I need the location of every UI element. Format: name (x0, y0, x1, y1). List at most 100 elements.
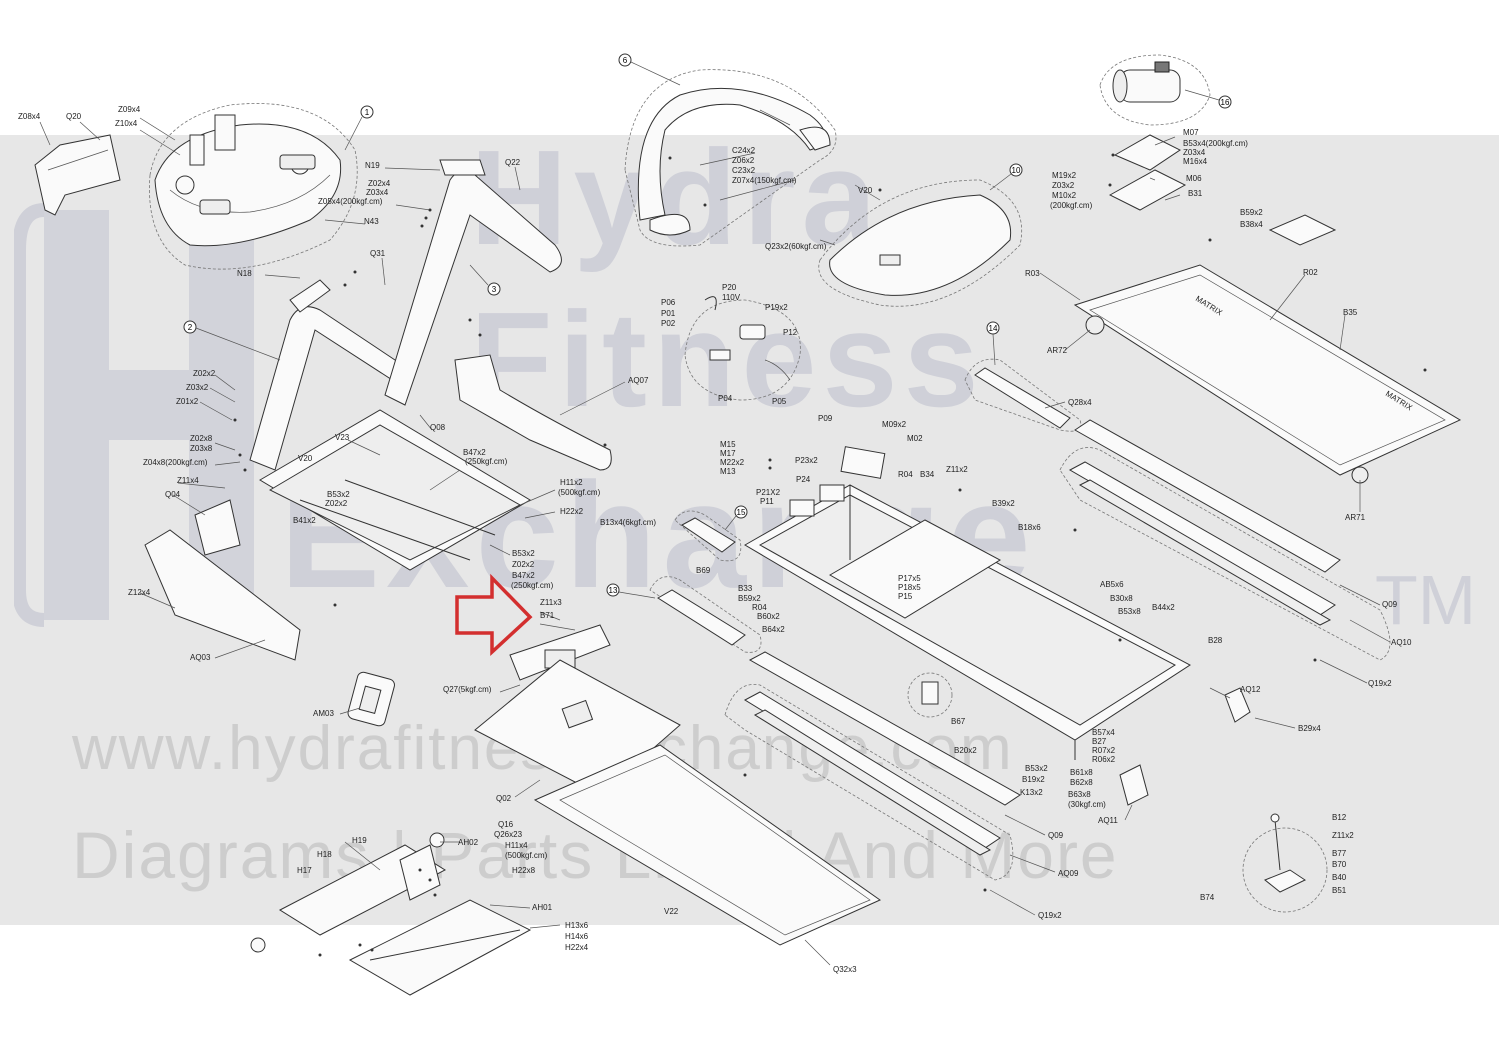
label-n43: N43 (364, 217, 379, 226)
upright-cover (454, 354, 612, 471)
console-assembly (149, 103, 358, 270)
label-r07x2: R07x2 (1092, 746, 1116, 755)
label-b60x2: B60x2 (757, 612, 780, 621)
label-z09x4: Z09x4 (118, 105, 141, 114)
console-bracket (34, 134, 121, 216)
label-p06: P06 (661, 298, 676, 307)
front-foot-left (649, 576, 762, 653)
label-n18: N18 (237, 269, 252, 278)
label-b69: B69 (696, 566, 711, 575)
label-q20: Q20 (66, 112, 82, 121)
label-b13x4: B13x4(6kgf.cm) (600, 518, 656, 527)
label-k13x2: K13x2 (1020, 788, 1043, 797)
label-aq09: AQ09 (1058, 869, 1079, 878)
label-p09: P09 (818, 414, 833, 423)
label-b33: B33 (738, 584, 753, 593)
label-b53x8: B53x8 (1118, 607, 1141, 616)
label-b41x2: B41x2 (293, 516, 316, 525)
label-m16x4: M16x4 (1183, 157, 1208, 166)
label-b63x8b: (30kgf.cm) (1068, 800, 1106, 809)
label-aq11: AQ11 (1098, 816, 1118, 825)
label-z07x4: Z07x4(150kgf.cm) (732, 176, 797, 185)
label-b59x2-a: B59x2 (1240, 208, 1263, 217)
label-h11x2: H11x2 (560, 478, 583, 487)
label-z05x4: Z05x4(200kgf.cm) (318, 197, 383, 206)
upright-right (384, 159, 562, 406)
label-p17x5: P17x5 (898, 574, 921, 583)
label-b77: B77 (1332, 849, 1347, 858)
label-b57x4: B57x4 (1092, 728, 1115, 737)
leader-lines (39, 117, 1391, 966)
rear-foot-left (1119, 764, 1149, 806)
label-m15: M15 (720, 440, 736, 449)
label-b38x4: B38x4 (1240, 220, 1263, 229)
label-b47x2-b2: (250kgf.cm) (511, 581, 554, 590)
label-b71: B71 (540, 611, 555, 620)
label-z10x4: Z10x4 (115, 119, 138, 128)
label-z06x2: Z06x2 (732, 156, 755, 165)
label-b53x2-c: B53x2 (1025, 764, 1048, 773)
label-h22x4: H22x4 (565, 943, 589, 952)
label-ab5x6: AB5x6 (1100, 580, 1124, 589)
lift-stand (250, 832, 447, 953)
running-belt: MATRIX MATRIX (1073, 264, 1462, 484)
label-b44x2: B44x2 (1152, 603, 1175, 612)
label-b62x8: B62x8 (1070, 778, 1093, 787)
label-q26x23: Q26x23 (494, 830, 523, 839)
label-b35: B35 (1343, 308, 1358, 317)
label-b39x2: B39x2 (992, 499, 1015, 508)
side-rail-left (724, 651, 1021, 881)
label-q09-a: Q09 (1382, 600, 1398, 609)
label-ah01: AH01 (532, 903, 553, 912)
callout-bubbles: 1 2 3 6 10 13 14 15 16 (183, 53, 1232, 599)
label-b59x2-b: B59x2 (738, 594, 761, 603)
label-h22x2: H22x2 (560, 507, 584, 516)
label-m07: M07 (1183, 128, 1199, 137)
label-b34: B34 (920, 470, 935, 479)
label-c24x2: C24x2 (732, 146, 756, 155)
label-h11x4: H11x4 (505, 841, 528, 850)
label-v23: V23 (335, 433, 350, 442)
callout-15: 15 (737, 508, 746, 517)
side-rail-right (1059, 419, 1391, 661)
label-r04-b: R04 (752, 603, 767, 612)
label-h13x6: H13x6 (565, 921, 589, 930)
label-b64x2: B64x2 (762, 625, 785, 634)
label-b30x8: B30x8 (1110, 594, 1133, 603)
label-p11: P11 (760, 497, 774, 506)
rear-roller-guard (964, 358, 1082, 432)
label-z01x2: Z01x2 (176, 397, 199, 406)
label-v22: V22 (664, 907, 679, 916)
label-q19x2-a: Q19x2 (1368, 679, 1392, 688)
label-h11x4b: (500kgf.cm) (505, 851, 548, 860)
label-m09x2: M09x2 (882, 420, 907, 429)
label-m10x2b: (200kgf.cm) (1050, 201, 1093, 210)
label-aq12: AQ12 (1240, 685, 1261, 694)
label-q02: Q02 (496, 794, 512, 803)
label-b29x4: B29x4 (1298, 724, 1321, 733)
label-z11x2-a: Z11x2 (946, 465, 968, 474)
label-q09-b: Q09 (1048, 831, 1064, 840)
label-h18: H18 (317, 850, 332, 859)
label-q31: Q31 (370, 249, 386, 258)
label-aq07: AQ07 (628, 376, 649, 385)
label-z02x4-a: Z02x4 (368, 179, 391, 188)
label-m17: M17 (720, 449, 736, 458)
label-m10x2: M10x2 (1052, 191, 1077, 200)
label-p23x2: P23x2 (795, 456, 818, 465)
label-b12: B12 (1332, 813, 1347, 822)
label-b40: B40 (1332, 873, 1347, 882)
label-z03x2-b: Z03x2 (1052, 181, 1075, 190)
label-r02: R02 (1303, 268, 1318, 277)
label-m06: M06 (1186, 174, 1202, 183)
front-foot-right (674, 510, 742, 562)
drive-motor (1099, 54, 1211, 126)
handlebar (624, 69, 837, 247)
label-q04: Q04 (165, 490, 181, 499)
label-p19x2: P19x2 (765, 303, 788, 312)
fastener-dots (233, 153, 1427, 957)
label-p04: P04 (718, 394, 733, 403)
label-q19x2-b: Q19x2 (1038, 911, 1062, 920)
label-q27: Q27(5kgf.cm) (443, 685, 492, 694)
label-b61x8: B61x8 (1070, 768, 1093, 777)
